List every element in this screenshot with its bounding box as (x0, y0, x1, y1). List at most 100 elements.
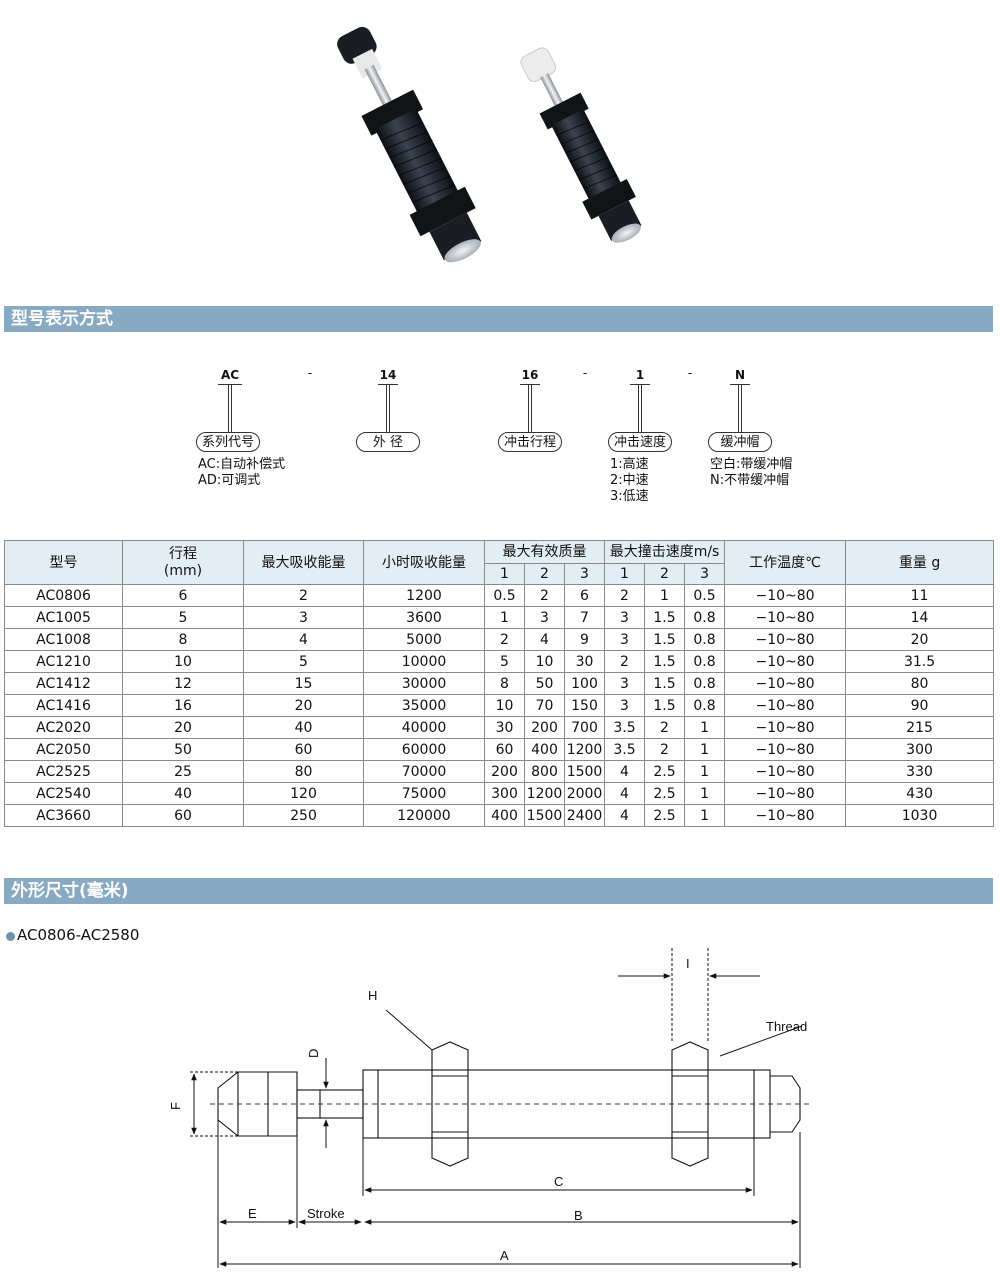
table-cell: −10~80 (724, 760, 847, 783)
table-cell: 1 (684, 782, 726, 805)
table-cell: 215 (845, 716, 995, 739)
table-cell: 0.5 (684, 584, 726, 607)
table-cell: 2400 (563, 804, 606, 827)
table-cell: 25 (122, 760, 244, 783)
table-cell: 20 (845, 628, 995, 651)
table-cell: 3 (604, 606, 646, 629)
table-cell: 2000 (563, 782, 606, 805)
table-cell: 15 (243, 672, 364, 695)
table-cell: 1.5 (644, 650, 686, 673)
code-speed: 1 (635, 368, 645, 382)
table-cell: 75000 (363, 782, 485, 805)
leader-line (228, 384, 229, 432)
header-sub: 2 (644, 563, 686, 585)
table-cell: 2.5 (644, 804, 686, 827)
model-cell: AC2020 (4, 716, 123, 739)
table-cell: 3 (604, 672, 646, 695)
leader-line (389, 384, 390, 432)
code-underline (630, 384, 650, 385)
code-cap: N (734, 368, 746, 382)
table-cell: 4 (243, 628, 364, 651)
code-diameter: 14 (379, 368, 397, 382)
table-cell: −10~80 (724, 672, 847, 695)
table-cell: 10 (524, 650, 565, 673)
model-cell: AC2525 (4, 760, 123, 783)
table-cell: −10~80 (724, 782, 847, 805)
table-cell: 2 (644, 716, 686, 739)
label-I: I (686, 956, 690, 971)
header-model: 型号 (4, 540, 123, 585)
table-cell: 4 (524, 628, 565, 651)
code-underline (730, 384, 750, 385)
table-cell: 30000 (363, 672, 485, 695)
table-cell: 6 (563, 584, 606, 607)
table-cell: 400 (524, 738, 565, 761)
table-cell: 3 (524, 606, 565, 629)
table-cell: 16 (122, 694, 244, 717)
table-cell: 200 (524, 716, 565, 739)
section-dimensions: 外形尺寸(毫米) (4, 878, 993, 904)
table-cell: 12 (122, 672, 244, 695)
model-cell: AC0806 (4, 584, 123, 607)
nut-left (431, 1041, 469, 1167)
label-A: A (500, 1248, 509, 1263)
table-cell: 300 (484, 782, 525, 805)
table-cell: 1200 (524, 782, 565, 805)
header-max-energy: 最大吸收能量 (243, 540, 364, 585)
leader-line (528, 384, 529, 432)
header-max-mass: 最大有效质量 (483, 540, 606, 564)
dimension-range: AC0806-AC2580 (17, 926, 140, 944)
header-hourly-energy: 小时吸收能量 (363, 540, 485, 585)
leader-line (231, 384, 232, 432)
table-cell: 70 (524, 694, 565, 717)
table-cell: 40 (122, 782, 244, 805)
table-cell: 1200 (563, 738, 606, 761)
code-underline (520, 384, 540, 385)
header-sub: 2 (524, 563, 565, 585)
table-cell: −10~80 (724, 716, 847, 739)
table-cell: 60 (243, 738, 364, 761)
model-cell: AC2050 (4, 738, 123, 761)
table-cell: 20 (243, 694, 364, 717)
section-model-designation: 型号表示方式 (4, 306, 993, 332)
table-cell: 0.8 (684, 606, 726, 629)
model-cell: AC2540 (4, 782, 123, 805)
code-separator: - (687, 366, 693, 380)
table-cell: 80 (243, 760, 364, 783)
leader-line (738, 384, 739, 432)
table-cell: 2.5 (644, 782, 686, 805)
label-cap: 缓冲帽 (708, 432, 772, 452)
header-temperature: 工作温度℃ (724, 540, 847, 585)
table-cell: 40000 (363, 716, 485, 739)
table-cell: 120 (243, 782, 364, 805)
dimension-drawing: H I Thread D F C E Stroke B A (168, 948, 810, 1268)
table-cell: 100 (563, 672, 606, 695)
table-cell: 4 (604, 760, 646, 783)
table-cell: 1 (644, 584, 686, 607)
label-D: D (306, 1049, 321, 1058)
table-cell: 1500 (563, 760, 606, 783)
product-photo (337, 26, 642, 263)
table-cell: 5 (122, 606, 244, 629)
table-cell: 8 (122, 628, 244, 651)
label-diameter: 外 径 (356, 432, 420, 452)
label-stroke: 冲击行程 (498, 432, 562, 452)
table-cell: 3 (604, 694, 646, 717)
table-cell: 2 (604, 650, 646, 673)
table-cell: −10~80 (724, 628, 847, 651)
table-cell: 50 (122, 738, 244, 761)
table-cell: 120000 (363, 804, 485, 827)
table-cell: 5 (484, 650, 525, 673)
table-cell: 11 (845, 584, 995, 607)
spec-table: 型号 行程 (mm) 最大吸收能量 小时吸收能量 最大有效质量 最大撞击速度m/… (4, 540, 995, 827)
label-E: E (248, 1206, 257, 1221)
table-cell: 0.8 (684, 672, 726, 695)
table-cell: 1200 (363, 584, 485, 607)
table-cell: 90 (845, 694, 995, 717)
table-cell: 4 (604, 782, 646, 805)
table-cell: 3.5 (604, 738, 646, 761)
